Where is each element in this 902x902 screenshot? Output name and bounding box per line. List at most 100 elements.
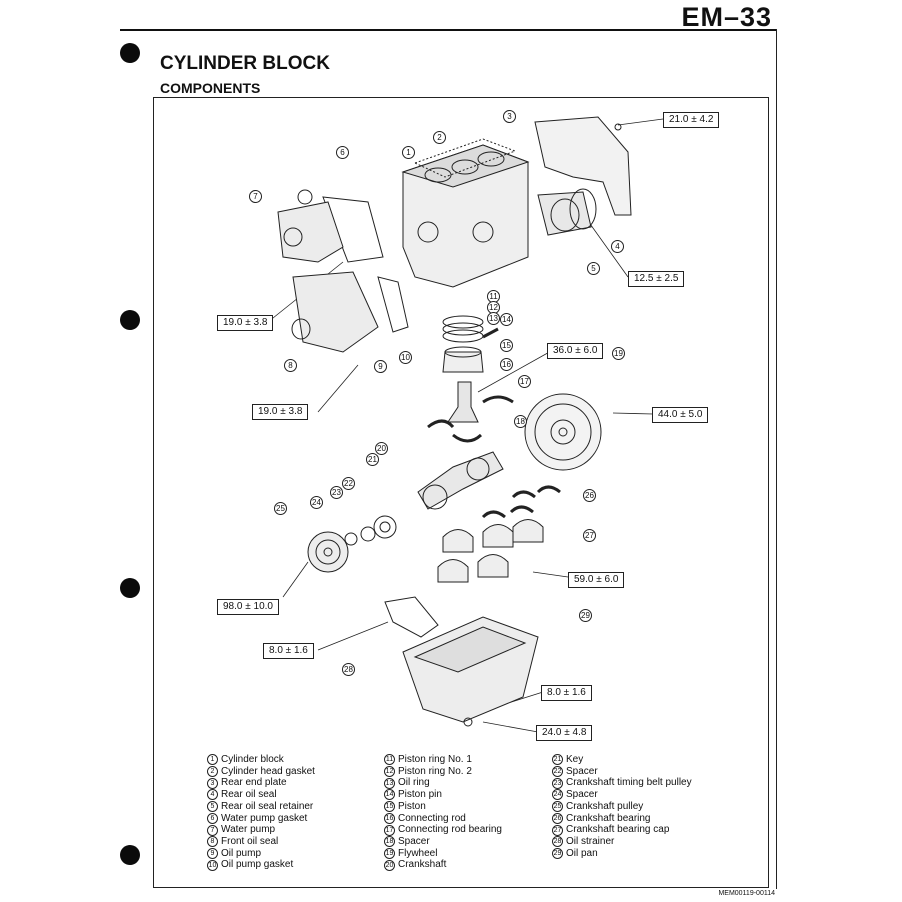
callout-16: 16 (500, 358, 513, 371)
piston-rings (442, 315, 484, 329)
callout-22: 22 (342, 477, 355, 490)
callout-7: 7 (249, 190, 262, 203)
piston-pin (482, 327, 499, 339)
exploded-view-diagram (267, 116, 664, 733)
callout-5: 5 (587, 262, 600, 275)
crankshaft-timing-belt-pulley (373, 515, 397, 539)
torque-box: 44.0 ± 5.0 (652, 407, 709, 423)
callout-8: 8 (284, 359, 297, 372)
torque-box: 19.0 ± 3.8 (252, 404, 309, 420)
callout-3: 3 (503, 110, 516, 123)
callout-25: 25 (274, 502, 287, 515)
torque-box: 19.0 ± 3.8 (217, 315, 274, 331)
crankshaft (417, 451, 504, 510)
flywheel (524, 393, 602, 471)
binder-hole-3 (120, 578, 140, 598)
page-edge-line (776, 29, 777, 889)
callout-29: 29 (579, 609, 592, 622)
page-subtitle: COMPONENTS (160, 80, 261, 96)
torque-box: 8.0 ± 1.6 (541, 685, 592, 701)
callout-20: 20 (375, 442, 388, 455)
torque-box: 21.0 ± 4.2 (663, 112, 720, 128)
callout-26: 26 (583, 489, 596, 502)
front-oil-seal (291, 318, 311, 340)
torque-box: 36.0 ± 6.0 (547, 343, 604, 359)
callout-19: 19 (612, 347, 625, 360)
crankshaft-pulley (307, 531, 349, 573)
oil-pump-gasket (377, 276, 409, 333)
spacer (360, 526, 376, 542)
oil-strainer (384, 596, 439, 638)
callout-23: 23 (330, 486, 343, 499)
torque-box: 59.0 ± 6.0 (568, 572, 625, 588)
callout-15: 15 (500, 339, 513, 352)
connecting-rod (447, 381, 479, 423)
crankshaft-bearing-cap (442, 529, 474, 553)
callout-1: 1 (402, 146, 415, 159)
header-rule (120, 29, 777, 31)
rear-oil-seal (569, 188, 597, 230)
callout-27: 27 (583, 529, 596, 542)
callout-11: 11 (487, 290, 500, 303)
callout-4: 4 (611, 240, 624, 253)
rear-oil-seal-retainer (537, 191, 592, 236)
callout-10: 10 (399, 351, 412, 364)
callout-14: 14 (500, 313, 513, 326)
callout-2: 2 (433, 131, 446, 144)
binder-hole-1 (120, 43, 140, 63)
oil-pump (292, 271, 379, 353)
torque-box: 98.0 ± 10.0 (217, 599, 279, 615)
water-pump (277, 201, 344, 263)
callout-9: 9 (374, 360, 387, 373)
callout-13: 13 (487, 312, 500, 325)
torque-box: 12.5 ± 2.5 (628, 271, 685, 287)
torque-box: 8.0 ± 1.6 (263, 643, 314, 659)
page-number: EM–33 (681, 2, 772, 32)
callout-21: 21 (366, 453, 379, 466)
callout-17: 17 (518, 375, 531, 388)
torque-box: 24.0 ± 4.8 (536, 725, 593, 741)
rear-end-plate (534, 116, 632, 216)
callout-18: 18 (514, 415, 527, 428)
binder-hole-4 (120, 845, 140, 865)
rod-bearing-upper (427, 419, 455, 429)
page-title: CYLINDER BLOCK (160, 53, 330, 74)
piston (442, 351, 484, 373)
callout-6: 6 (336, 146, 349, 159)
diagram-frame (153, 97, 769, 888)
callout-24: 24 (310, 496, 323, 509)
document-code: MEM00119-00114 (718, 890, 775, 897)
